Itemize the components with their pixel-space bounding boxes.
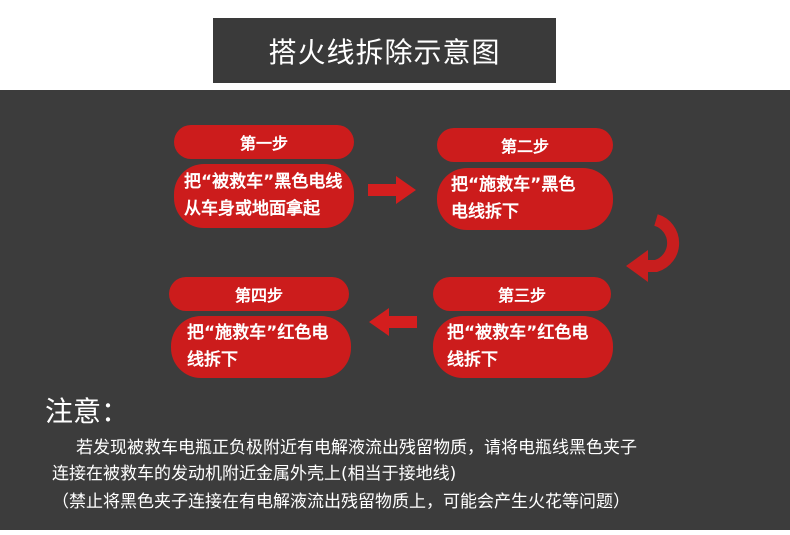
note-line-1: 若发现被救车电瓶正负极附近有电解液流出残留物质，请将电瓶线黑色夹子 xyxy=(76,438,637,458)
step-4-text: 把“施救车”红色电线拆下 xyxy=(171,316,351,378)
page-title: 搭火线拆除示意图 xyxy=(213,18,556,83)
step-3-label: 第三步 xyxy=(433,277,611,311)
step-3-text: 把“被救车”红色电线拆下 xyxy=(433,316,613,378)
note-line-3: （禁止将黑色夹子连接在有电解液流出残留物质上，可能会产生火花等问题） xyxy=(52,492,630,512)
note-line-2: 连接在被救车的发动机附近金属外壳上(相当于接地线) xyxy=(52,464,457,484)
note-title: 注意： xyxy=(45,395,130,428)
step-2-label: 第二步 xyxy=(437,128,613,162)
arrow-curved-down-left-icon xyxy=(626,214,680,282)
arrow-left-icon xyxy=(369,308,417,336)
step-1-text: 把“被救车”黑色电线从车身或地面拿起 xyxy=(174,164,354,228)
step-4-label: 第四步 xyxy=(169,277,349,311)
diagram-panel xyxy=(0,90,790,530)
step-2-text: 把“施救车”黑色电线拆下 xyxy=(437,168,613,230)
arrow-right-icon xyxy=(368,176,416,204)
step-1-label: 第一步 xyxy=(174,125,354,159)
